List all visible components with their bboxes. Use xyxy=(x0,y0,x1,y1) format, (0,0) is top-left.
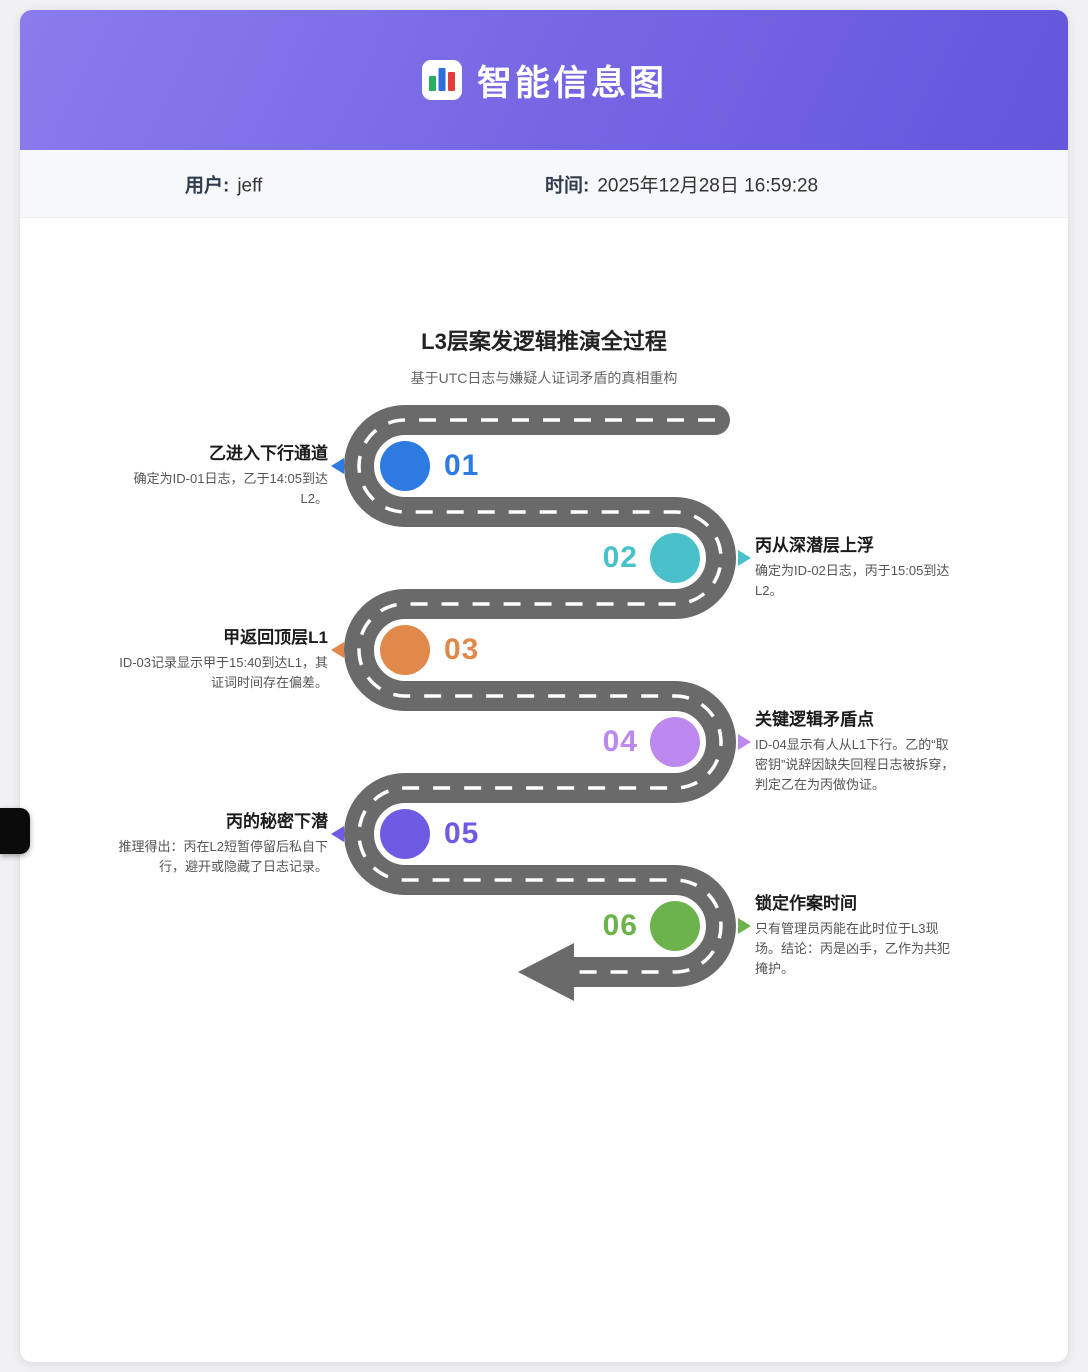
step-4-title: 关键逻辑矛盾点 xyxy=(755,709,874,729)
step-6-pointer-icon xyxy=(738,918,751,934)
step-3-text: 甲返回顶层L1 ID-03记录显示甲于15:40到达L1，其证词时间存在偏差。 xyxy=(116,623,328,693)
step-1-pointer-icon xyxy=(331,458,344,474)
step-3-circle xyxy=(380,625,430,675)
time-value: 2025年12月28日 16:59:28 xyxy=(597,175,819,196)
step-2-circle xyxy=(650,533,700,583)
infographic-title: L3层案发逻辑推演全过程 xyxy=(421,329,667,354)
step-1-title: 乙进入下行通道 xyxy=(209,443,328,463)
step-2-desc: 确定为ID-02日志，丙于15:05到达L2。 xyxy=(755,562,950,598)
step-6-text: 锁定作案时间 只有管理员丙能在此时位于L3现场。结论：丙是凶手，乙作为共犯掩护。 xyxy=(755,889,955,979)
user-value: jeff xyxy=(237,175,263,196)
step-1-text: 乙进入下行通道 确定为ID-01日志，乙于14:05到达L2。 xyxy=(116,439,328,509)
time-label: 时间: xyxy=(545,175,590,196)
step-5-circle xyxy=(380,809,430,859)
step-5-desc: 推理得出：丙在L2短暂停留后私自下行，避开或隐藏了日志记录。 xyxy=(118,838,328,874)
step-4-text: 关键逻辑矛盾点 ID-04显示有人从L1下行。乙的“取密钥”说辞因缺失回程日志被… xyxy=(755,705,955,795)
page-card: 智能信息图 用户: jeff 时间: 2025年12月28日 16:59:28 L3… xyxy=(20,10,1068,1362)
step-5-pointer-icon xyxy=(331,826,344,842)
step-6-desc: 只有管理员丙能在此时位于L3现场。结论：丙是凶手，乙作为共犯掩护。 xyxy=(755,920,951,977)
step-3-pointer-icon xyxy=(331,642,344,658)
step-6-number: 06 xyxy=(602,909,638,942)
step-2-text: 丙从深潜层上浮 确定为ID-02日志，丙于15:05到达L2。 xyxy=(755,531,955,601)
step-1-number: 01 xyxy=(444,449,480,482)
step-5-title: 丙的秘密下潜 xyxy=(226,811,328,831)
step-4-desc: ID-04显示有人从L1下行。乙的“取密钥”说辞因缺失回程日志被拆穿，判定乙在为… xyxy=(755,736,955,793)
user-info: 用户: jeff xyxy=(185,170,262,197)
step-4-circle xyxy=(650,717,700,767)
road-arrowhead-icon xyxy=(518,943,574,1001)
step-2-title: 丙从深潜层上浮 xyxy=(755,535,874,555)
step-3-title: 甲返回顶层L1 xyxy=(223,627,328,647)
infographic: L3层案发逻辑推演全过程 基于UTC日志与嫌疑人证词矛盾的真相重构 01 乙进入… xyxy=(20,218,1068,1098)
user-label: 用户: xyxy=(185,175,230,196)
step-3-number: 03 xyxy=(444,633,480,666)
step-2-number: 02 xyxy=(602,541,638,574)
step-4-pointer-icon xyxy=(738,734,751,750)
step-1-desc: 确定为ID-01日志，乙于14:05到达L2。 xyxy=(133,470,328,506)
road-svg xyxy=(344,405,736,1001)
road-center-dashes xyxy=(357,418,723,974)
step-1-circle xyxy=(380,441,430,491)
road-path xyxy=(344,405,736,987)
infographic-subtitle: 基于UTC日志与嫌疑人证词矛盾的真相重构 xyxy=(410,370,678,386)
bar-chart-icon xyxy=(421,60,462,100)
app-header: 智能信息图 xyxy=(20,10,1068,150)
step-3-desc: ID-03记录显示甲于15:40到达L1，其证词时间存在偏差。 xyxy=(119,654,328,690)
step-5-text: 丙的秘密下潜 推理得出：丙在L2短暂停留后私自下行，避开或隐藏了日志记录。 xyxy=(116,807,328,877)
side-drawer-handle[interactable] xyxy=(0,808,30,854)
step-6-circle xyxy=(650,901,700,951)
step-2-pointer-icon xyxy=(738,550,751,566)
step-4-number: 04 xyxy=(602,725,638,758)
meta-bar: 用户: jeff 时间: 2025年12月28日 16:59:28 xyxy=(20,150,1068,218)
time-info: 时间: 2025年12月28日 16:59:28 xyxy=(545,170,818,197)
step-5-number: 05 xyxy=(444,817,480,850)
app-title: 智能信息图 xyxy=(476,63,667,103)
step-6-title: 锁定作案时间 xyxy=(755,893,857,913)
